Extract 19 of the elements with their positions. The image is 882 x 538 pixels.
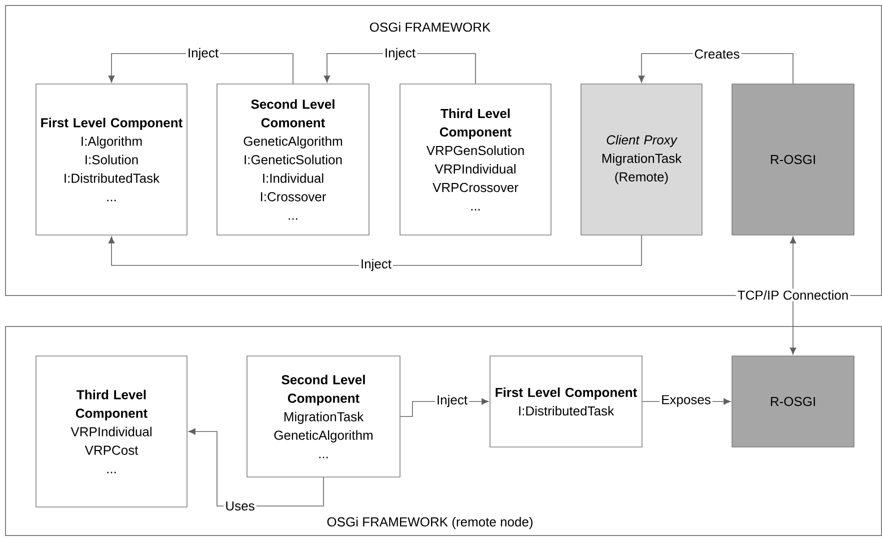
component-box: Client Proxy MigrationTask (Remote): [580, 84, 702, 236]
edge-label: Inject: [358, 257, 394, 273]
component-box: R-OSGI: [732, 356, 854, 448]
component-box: First Level Component I:DistributedTask: [490, 356, 642, 448]
component-box: Second Level Component MigrationTask GeneticAlgorithm ...: [246, 356, 400, 478]
arrow: [790, 236, 796, 355]
edge-label: Uses: [224, 500, 256, 512]
component-box: Second Level Comonent GeneticAlgorithm I:GeneticSolution I:Individual I:Crossover ...: [216, 84, 370, 236]
edge-label: Inject: [382, 46, 418, 62]
edge-label: Inject: [434, 393, 470, 409]
edge-label: Inject: [186, 46, 220, 62]
edge-label: Exposes: [660, 394, 712, 408]
component-box: First Level Component I:Algorithm I:Solution I:DistributedTask ...: [36, 84, 188, 236]
arrow: [108, 235, 642, 266]
component-box: Third Level Component VRPIndividual VRPCost ...: [36, 356, 188, 508]
component-box: R-OSGI: [732, 84, 854, 236]
component-box: Third Level Component VRPGenSolution VRPIndividual VRPCrossover ...: [400, 84, 552, 236]
edge-label: TCP/IP Connection: [736, 288, 850, 302]
edge-label: Creates: [692, 48, 742, 60]
